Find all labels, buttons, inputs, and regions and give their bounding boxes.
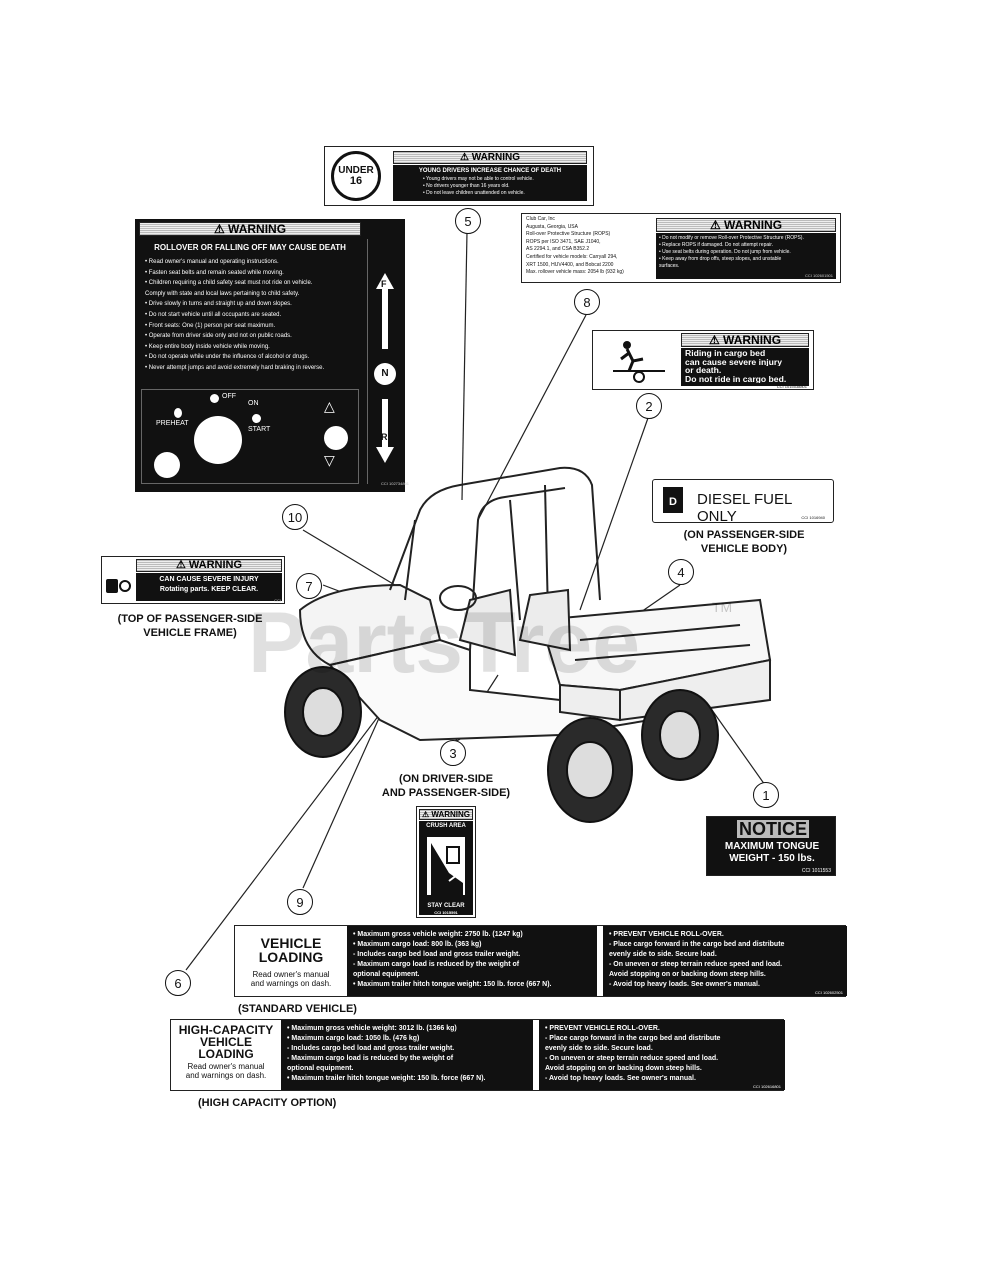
callout-4: 4	[668, 559, 694, 585]
ignition-panel: OFF ON PREHEAT START △ ▽	[141, 389, 359, 484]
side-caption: (ON DRIVER-SIDE AND PASSENGER-SIDE)	[381, 773, 511, 799]
crush-footer: STAY CLEAR CCI 1015591	[419, 903, 473, 915]
rops-warning-header: ⚠ WARNING	[656, 218, 836, 232]
callout-8: 8	[574, 289, 600, 315]
callout-3: 3	[440, 740, 466, 766]
rotating-warning-message: CAN CAUSE SEVERE INJURY Rotating parts. …	[136, 573, 282, 601]
leader-line-5	[461, 231, 468, 501]
forward-arrow-icon	[376, 273, 394, 289]
rotating-caption: (TOP OF PASSENGER-SIDE VEHICLE FRAME)	[117, 613, 263, 639]
notice-tongue-weight-decal: NOTICE MAXIMUM TONGUE WEIGHT - 150 lbs. …	[706, 816, 836, 876]
cargo-warning-message: Riding in cargo bed can cause severe inj…	[681, 348, 809, 386]
lower-knob-icon	[154, 452, 180, 478]
callout-7: 7	[296, 573, 322, 599]
neutral-indicator: N	[374, 363, 396, 385]
callout-5: 5	[455, 208, 481, 234]
diesel-caption: (ON PASSENGER-SIDE VEHICLE BODY)	[683, 529, 805, 555]
under16-warning-header: ⚠ WARNING	[393, 151, 587, 164]
vehicle-wheels	[284, 666, 719, 823]
under16-badge: UNDER 16	[331, 151, 381, 201]
callout-2: 2	[636, 393, 662, 419]
under16-lines: • Young drivers may not be able to contr…	[423, 176, 534, 196]
callout-1: 1	[753, 782, 779, 808]
diesel-label: DIESEL FUEL ONLY	[697, 491, 792, 525]
callout-9: 9	[287, 889, 313, 915]
rotating-warning-header: ⚠ WARNING	[136, 559, 282, 572]
vehicle-loading-limits: • Maximum gross vehicle weight: 2750 lb.…	[347, 926, 597, 996]
cargo-bed-warning-decal: ⚠ WARNING Riding in cargo bed can cause …	[592, 330, 814, 390]
rops-certification: Club Car, Inc Augusta, Georgia, USA Roll…	[526, 216, 624, 276]
right-knob-icon	[324, 426, 348, 450]
leader-line-8	[477, 314, 587, 521]
rotating-parts-decal: ⚠ WARNING CAN CAUSE SEVERE INJURY Rotati…	[101, 556, 285, 604]
callout-10: 10	[282, 504, 308, 530]
fuel-pump-icon: D	[663, 487, 683, 513]
off-indicator-icon	[210, 394, 219, 403]
notice-title: NOTICE	[737, 819, 809, 839]
rider-falling-icon	[613, 341, 665, 383]
vehicle-loading-title-panel: VEHICLE LOADING Read owner's manual and …	[250, 935, 332, 988]
start-icon	[252, 414, 261, 423]
up-arrow-icon: △	[324, 398, 335, 414]
watermark: PartsTree	[248, 595, 640, 691]
vehicle-loading-rollover: • PREVENT VEHICLE ROLL-OVER. - Place car…	[601, 926, 847, 996]
rollover-warning-header: ⚠ WARNING	[139, 222, 361, 236]
notice-message: MAXIMUM TONGUE WEIGHT - 150 lbs.	[724, 841, 820, 864]
rollover-dash-decal: ⚠ WARNING ROLLOVER OR FALLING OFF MAY CA…	[135, 219, 409, 492]
hc-loading-rollover: • PREVENT VEHICLE ROLL-OVER. - Place car…	[537, 1020, 785, 1090]
rops-message: • Do not modify or remove Roll-over Prot…	[656, 233, 836, 279]
direction-selector: F N R	[367, 239, 402, 484]
leader-line-1	[711, 709, 766, 786]
leader-line-6	[185, 689, 399, 971]
rops-decal: Club Car, Inc Augusta, Georgia, USA Roll…	[521, 213, 841, 283]
ignition-key-icon	[194, 416, 242, 464]
under16-message: YOUNG DRIVERS INCREASE CHANCE OF DEATH •…	[393, 165, 587, 201]
diesel-fuel-decal: D DIESEL FUEL ONLY CCI 1016940	[652, 479, 834, 525]
hc-loading-limits: • Maximum gross vehicle weight: 3012 lb.…	[281, 1020, 533, 1090]
leader-line-2	[579, 417, 649, 611]
rotating-hand-icon	[106, 575, 132, 597]
vehicle-loading-decal: VEHICLE LOADING Read owner's manual and …	[234, 925, 847, 997]
standard-vehicle-caption: (STANDARD VEHICLE)	[238, 1003, 357, 1015]
crush-warning-header: ⚠ WARNING	[419, 809, 473, 820]
crush-pictogram: CRUSH AREA	[419, 821, 473, 903]
watermark-tm: TM	[712, 599, 732, 615]
high-capacity-loading-decal: HIGH-CAPACITY VEHICLE LOADING Read owner…	[170, 1019, 785, 1091]
reverse-arrow-icon	[376, 447, 394, 463]
under16-decal: UNDER 16 ⚠ WARNING YOUNG DRIVERS INCREAS…	[324, 146, 594, 206]
crush-hand-icon	[427, 837, 465, 895]
hc-loading-title-panel: HIGH-CAPACITY VEHICLE LOADING Read owner…	[178, 1023, 274, 1080]
rollover-title: ROLLOVER OR FALLING OFF MAY CAUSE DEATH	[154, 243, 346, 252]
down-arrow-icon: ▽	[324, 452, 335, 468]
preheat-icon	[174, 408, 182, 418]
rollover-lines: • Read owner's manual and operating inst…	[145, 259, 325, 371]
cargo-warning-header: ⚠ WARNING	[681, 333, 809, 347]
crush-area-decal: ⚠ WARNING CRUSH AREA STAY CLEAR CCI 1015…	[416, 806, 476, 918]
callout-6: 6	[165, 970, 191, 996]
high-capacity-caption: (HIGH CAPACITY OPTION)	[198, 1097, 337, 1109]
